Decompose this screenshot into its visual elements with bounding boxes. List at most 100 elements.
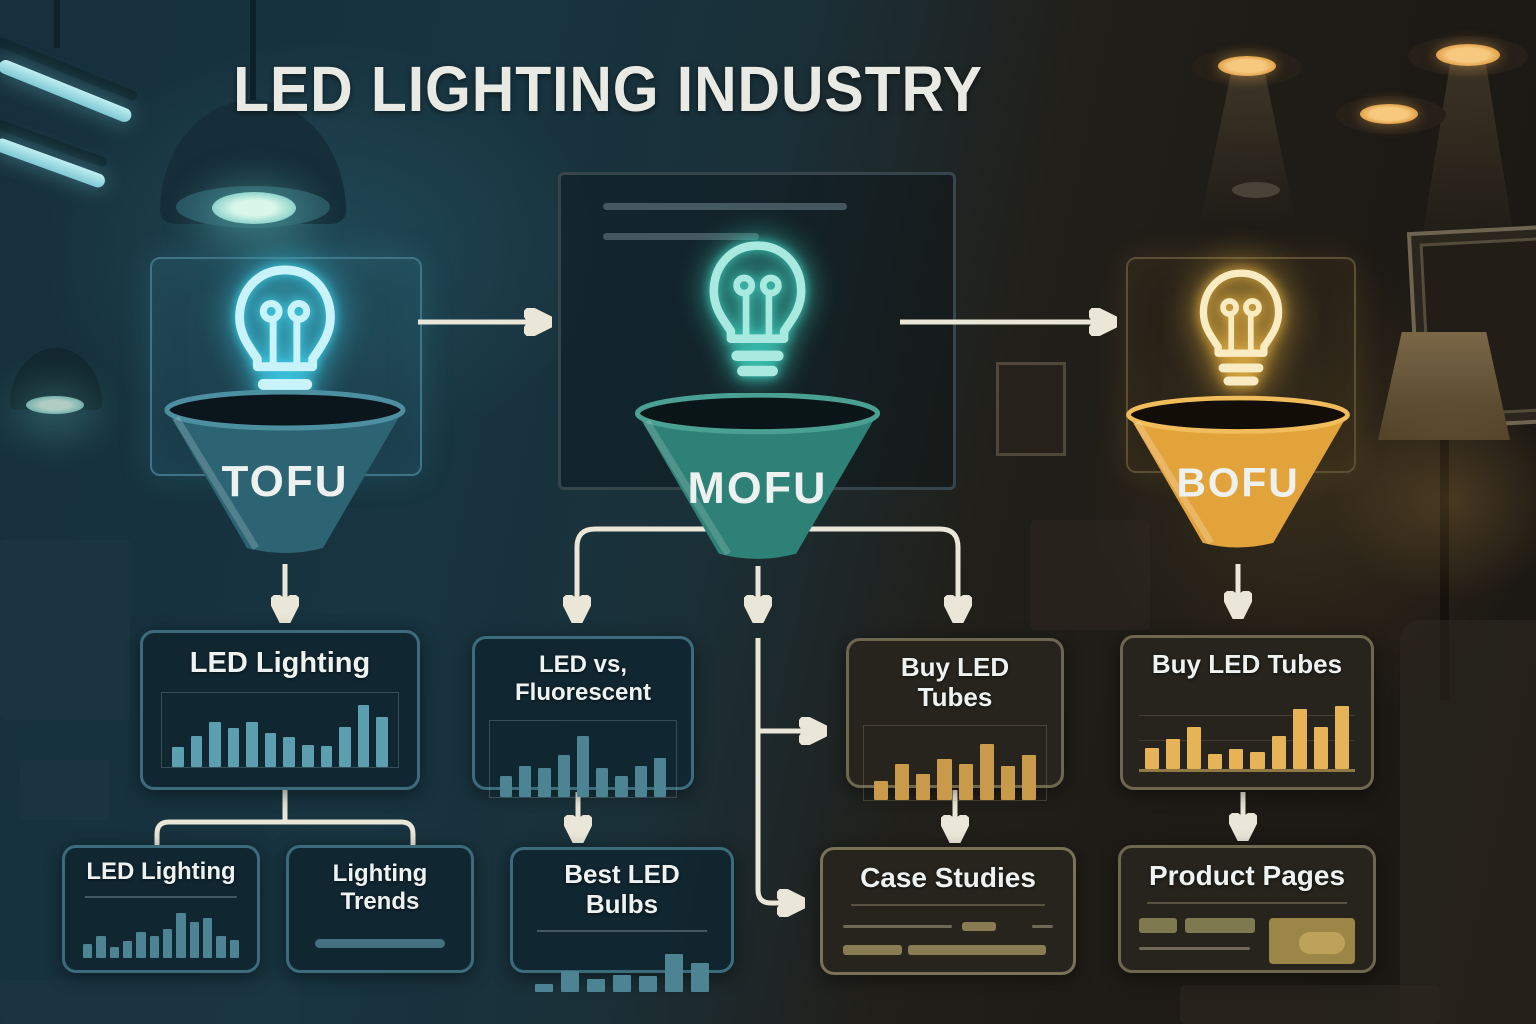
chart-bar xyxy=(937,758,952,800)
furniture-silhouette xyxy=(0,980,300,1024)
ceiling-spot-icon xyxy=(1360,104,1418,124)
box-title: Best LED Bulbs xyxy=(564,859,680,919)
chart-bar xyxy=(1021,754,1036,800)
chart-bar xyxy=(535,983,553,992)
pendant-cord xyxy=(54,0,60,48)
chart-bar xyxy=(519,766,532,798)
button-placeholder xyxy=(1139,918,1178,934)
furniture-silhouette xyxy=(1030,520,1150,630)
title-divider xyxy=(85,895,237,898)
arrow-mofu-branch-left xyxy=(577,526,760,616)
chart-bar xyxy=(895,764,910,800)
sofa-silhouette xyxy=(1400,620,1536,1024)
tofu-funnel: TOFU xyxy=(160,389,410,562)
box-title: LED vs, Fluorescent xyxy=(514,651,652,706)
chart-bar xyxy=(189,922,199,958)
chart-bar xyxy=(136,931,146,958)
chart-bar xyxy=(634,766,647,798)
child-box-case-studies: Case Studies xyxy=(820,847,1076,975)
bar-chart xyxy=(863,724,1047,801)
bofu-funnel: BOFU xyxy=(1122,390,1354,562)
text-placeholder-row xyxy=(843,945,1053,956)
furniture-silhouette xyxy=(0,540,130,720)
chart-bar xyxy=(376,717,388,768)
text-placeholder-pill xyxy=(907,945,1047,956)
chart-bar xyxy=(557,755,570,798)
chart-bar xyxy=(122,940,133,958)
text-placeholder-line xyxy=(1032,925,1053,929)
chart-bar xyxy=(1187,726,1202,769)
keyword-box-buy-led-tubes-bofu: Buy LED Tubes xyxy=(1120,635,1374,790)
chart-bar xyxy=(176,913,186,958)
tree-led-lighting-children xyxy=(154,790,416,847)
child-box-lighting-trends: Lighting Trends xyxy=(286,845,474,973)
furniture-silhouette xyxy=(1180,985,1440,1024)
chart-bar xyxy=(1250,752,1265,769)
child-box-product-pages: Product Pages xyxy=(1118,845,1376,973)
chart-bar xyxy=(1229,749,1244,769)
chart-bar xyxy=(1292,708,1307,769)
wall-picture-frame xyxy=(996,362,1066,456)
chart-bar xyxy=(302,744,314,768)
panel-placeholder-line xyxy=(603,203,847,210)
keyword-box-buy-led-tubes-mofu: Buy LED Tubes xyxy=(846,638,1064,801)
chart-bar xyxy=(874,780,889,800)
chart-bar xyxy=(149,935,159,958)
furniture-silhouette xyxy=(20,760,110,820)
chart-bar xyxy=(209,722,221,768)
image-placeholder-card xyxy=(1269,918,1355,965)
chart-bar xyxy=(283,737,296,768)
chart-bar xyxy=(1208,753,1223,769)
mofu-funnel: MOFU xyxy=(630,392,885,568)
chart-bar xyxy=(83,944,93,958)
chart-bar xyxy=(357,704,370,768)
box-title: Buy LED Tubes xyxy=(1151,649,1343,679)
pendant-cord xyxy=(250,0,256,112)
chart-bar xyxy=(653,758,666,798)
page-skeleton xyxy=(1139,918,1355,965)
text-placeholder-row xyxy=(843,922,1053,932)
chart-bar xyxy=(1271,735,1286,769)
chart-bar xyxy=(109,947,119,958)
bar-chart xyxy=(529,942,715,992)
box-title: LED Lighting xyxy=(189,647,371,679)
chart-bar xyxy=(162,929,173,958)
chart-bar xyxy=(1000,765,1015,800)
keyword-box-led-lighting: LED Lighting xyxy=(140,630,420,790)
line-mofu-center-drop xyxy=(755,638,798,903)
chart-bar xyxy=(916,773,931,800)
chart-bar xyxy=(229,939,239,958)
chart-bar xyxy=(172,746,184,768)
box-title: Lighting Trends xyxy=(332,860,428,915)
bar-chart xyxy=(1139,693,1355,772)
chart-bar xyxy=(596,767,609,798)
arrow-mofu-branch-right xyxy=(758,526,958,616)
chart-bar xyxy=(665,954,683,992)
chart-bar xyxy=(979,744,994,800)
chart-bar xyxy=(613,974,631,992)
chart-bar xyxy=(227,727,240,768)
chart-bar xyxy=(1145,747,1160,769)
mofu-lightbulb-icon xyxy=(700,238,815,390)
chart-bar xyxy=(264,733,277,768)
bofu-label: BOFU xyxy=(1176,459,1299,505)
chart-bar xyxy=(615,776,628,798)
box-title: Buy LED Tubes xyxy=(900,652,1010,712)
chart-bar xyxy=(561,970,579,992)
tofu-label: TOFU xyxy=(222,457,349,506)
chart-bar xyxy=(246,722,258,768)
title-divider xyxy=(851,904,1045,907)
text-placeholder-line xyxy=(1139,947,1251,951)
text-placeholder-pill xyxy=(843,945,902,956)
title-divider xyxy=(537,929,707,932)
page-title: LED LIGHTING INDUSTRY xyxy=(233,53,983,125)
box-title: Product Pages xyxy=(1148,860,1346,891)
bofu-lightbulb-icon xyxy=(1192,266,1290,398)
bar-chart xyxy=(161,692,399,769)
keyword-box-led-vs-fluorescent: LED vs, Fluorescent xyxy=(472,636,694,799)
child-box-led-lighting: LED Lighting xyxy=(62,845,260,973)
chart-bar xyxy=(958,764,973,800)
box-title: LED Lighting xyxy=(86,858,236,885)
floor-lamp-shade xyxy=(1378,332,1510,440)
